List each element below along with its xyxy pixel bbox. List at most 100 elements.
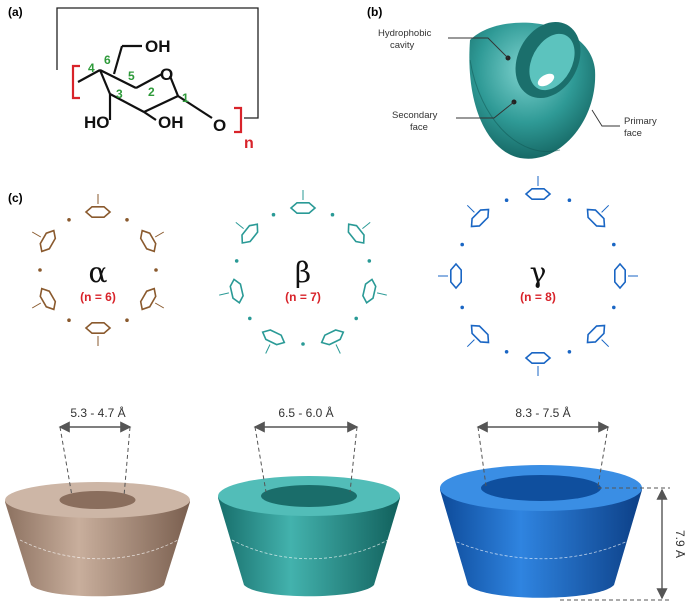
gamma-ring-units xyxy=(438,176,638,376)
glycosidic-oxygen xyxy=(504,350,509,354)
glucose-unit-icon xyxy=(39,287,57,311)
glycosidic-oxygen xyxy=(67,218,71,222)
gamma-diameter: 8.3 - 7.5 Å xyxy=(515,405,570,420)
panel-a-label: (a) xyxy=(8,5,23,19)
carbon-2: 2 xyxy=(148,85,155,99)
panel-c: (c) α (n = 6) β (n = 7) γ (n = 8) 5.3 - … xyxy=(5,176,685,601)
alpha-diameter: 5.3 - 4.7 Å xyxy=(70,405,125,420)
beta-cone xyxy=(218,476,400,597)
height-label: 7.9 Å xyxy=(673,530,685,558)
callout-secondary-2: face xyxy=(410,122,428,133)
glucose-unit-icon xyxy=(524,188,552,200)
substituent-bond xyxy=(31,302,42,309)
torus-model xyxy=(469,21,596,159)
glycosidic-oxygen xyxy=(354,316,359,321)
glucose-unit-icon xyxy=(84,206,112,218)
substituent-bond xyxy=(466,339,475,348)
alpha-ring-units xyxy=(31,194,165,346)
alpha-ring: α (n = 6) xyxy=(31,194,165,346)
carbon-4: 4 xyxy=(88,61,95,75)
beta-ring-units xyxy=(219,190,387,354)
callout-primary-1: Primary xyxy=(624,116,657,127)
substituent-bond xyxy=(265,344,271,354)
glycosidic-oxygen xyxy=(125,318,129,323)
substituent-bond xyxy=(601,204,610,213)
glucose-unit-icon xyxy=(470,208,490,228)
callout-cavity-1: Hydrophobic xyxy=(378,28,432,39)
glucose-unit-icon xyxy=(613,262,627,290)
glycosidic-oxygen xyxy=(154,268,158,272)
glucose-unit-icon xyxy=(586,324,606,344)
glucose-unit-icon xyxy=(229,278,244,304)
glycosidic-oxygen xyxy=(612,242,616,247)
glycosidic-oxygen xyxy=(460,242,465,247)
glycosidic-oxygen xyxy=(504,198,509,202)
substituent-bond xyxy=(376,292,387,296)
polymer-frame xyxy=(56,7,259,119)
substituent-bond xyxy=(335,344,341,354)
glucose-unit-icon xyxy=(241,223,259,244)
glucose-unit-icon xyxy=(320,329,345,346)
glucose-unit-icon xyxy=(362,278,377,304)
glycosidic-oxygen xyxy=(67,318,71,323)
glycosidic-oxygen xyxy=(248,316,252,321)
glycosidic-oxygen xyxy=(125,218,129,222)
panel-b-label: (b) xyxy=(367,5,382,19)
carbon-3: 3 xyxy=(116,87,123,101)
glucose-unit-icon xyxy=(261,329,286,346)
oh-top: OH xyxy=(145,37,171,56)
glucose-unit-icon xyxy=(524,351,552,365)
glycosidic-oxygen xyxy=(367,259,372,263)
alpha-symbol: α xyxy=(89,256,108,289)
panel-a: (a) OH O HO OH O n 6 4 5 3 2 xyxy=(8,5,259,152)
alpha-count: (n = 6) xyxy=(80,290,116,304)
substituent-bond xyxy=(154,231,165,238)
panel-b: (b) Hydrophobic cavity Secondary face Pr… xyxy=(367,5,657,159)
link-oxygen: O xyxy=(213,116,226,135)
glycosidic-oxygen xyxy=(301,342,305,346)
glycosidic-oxygen xyxy=(567,350,572,354)
beta-ring: β (n = 7) xyxy=(219,190,387,354)
glucose-unit-icon xyxy=(39,229,57,253)
callout-cavity-2: cavity xyxy=(390,40,415,51)
substituent-bond xyxy=(219,292,230,296)
beta-count: (n = 7) xyxy=(285,290,321,304)
beta-symbol: β xyxy=(295,256,311,289)
ring-oxygen: O xyxy=(160,65,173,84)
carbon-5: 5 xyxy=(128,69,135,83)
glycosidic-oxygen xyxy=(612,305,616,310)
gamma-ring: γ (n = 8) xyxy=(438,176,638,376)
oh-mid: OH xyxy=(158,113,184,132)
glycosidic-oxygen xyxy=(330,212,335,217)
right-repeat-bracket xyxy=(234,106,243,134)
substituent-bond xyxy=(154,302,165,309)
glucose-unit-icon xyxy=(84,321,112,335)
substituent-bond xyxy=(362,222,371,229)
substituent-bond xyxy=(31,231,42,238)
glucose-unit-icon xyxy=(289,202,317,214)
gamma-symbol: γ xyxy=(530,256,547,289)
substituent-bond xyxy=(601,339,610,348)
glucose-unit-icon xyxy=(347,223,365,244)
diameter-guides xyxy=(59,426,670,601)
carbon-1: 1 xyxy=(182,91,189,105)
glucose-unit-icon xyxy=(470,324,490,344)
carbon-6: 6 xyxy=(104,53,111,67)
repeat-n: n xyxy=(244,135,254,152)
glycosidic-oxygen xyxy=(38,268,42,272)
substituent-bond xyxy=(466,204,475,213)
substituent-bond xyxy=(235,222,244,229)
ho-left: HO xyxy=(84,113,110,132)
gamma-cone xyxy=(440,465,642,598)
callout-secondary-1: Secondary xyxy=(392,110,438,121)
left-repeat-bracket xyxy=(71,64,80,100)
glycosidic-oxygen xyxy=(460,305,465,310)
glucose-unit-icon xyxy=(139,229,157,253)
glucose-unit-icon xyxy=(449,262,463,290)
glucose-unit-icon xyxy=(139,287,157,311)
glucose-unit-icon xyxy=(586,208,606,228)
panel-c-label: (c) xyxy=(8,191,23,205)
callout-primary-2: face xyxy=(624,128,642,139)
glycosidic-oxygen xyxy=(271,212,276,217)
